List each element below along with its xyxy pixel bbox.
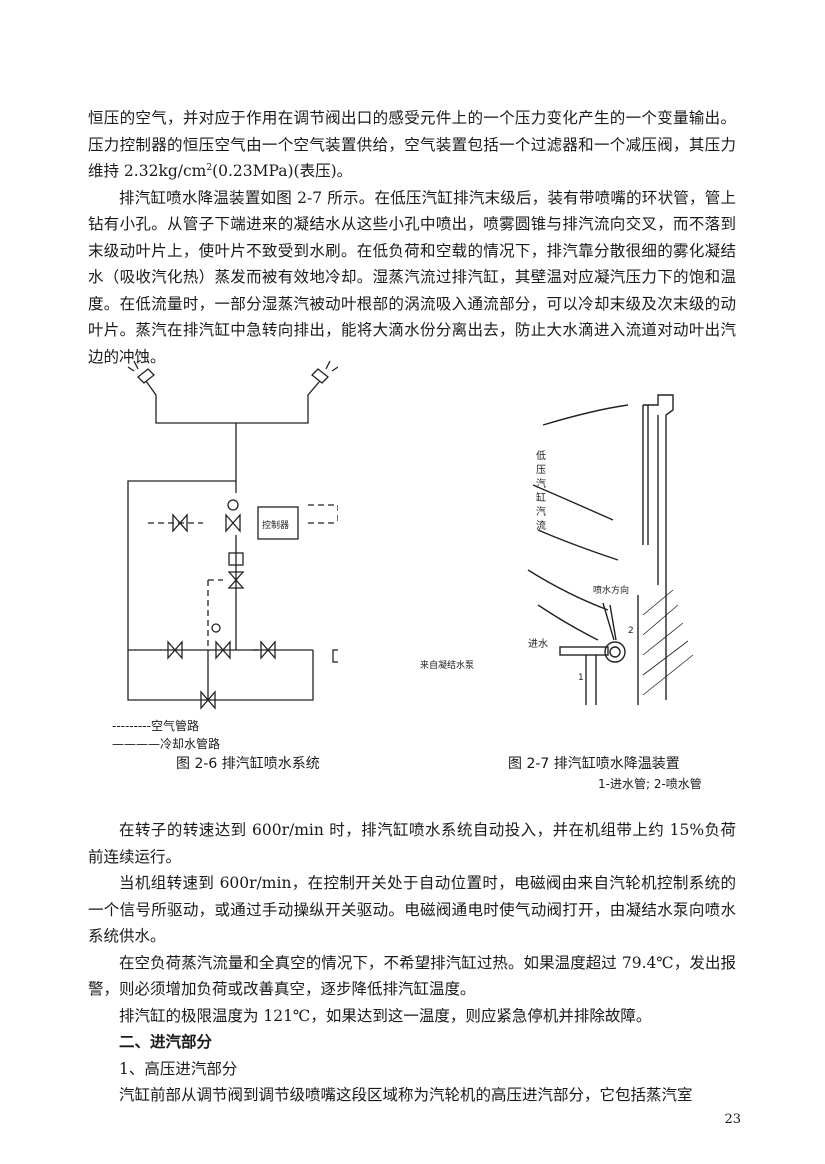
- paragraph-continuation: 恒压的空气，并对应于作用在调节阀出口的感受元件上的一个压力变化产生的一个变量输出…: [88, 105, 736, 185]
- legend-air-pipe: ---------空气管路: [112, 719, 199, 733]
- vane-1: [542, 404, 629, 426]
- subsection-heading: 1、高压进汽部分: [119, 1059, 238, 1078]
- casing-wall: [643, 394, 674, 700]
- paragraph-auto-start: 在转子的转速达到 600r/min 时，排汽缸喷水系统自动投入，并在机组带上约 …: [88, 821, 736, 866]
- caption-figure-2-6: 图 2-6 排汽缸喷水系统: [176, 756, 320, 772]
- paragraph-solenoid: 当机组转速到 600r/min，在控制开关处于自动位置时，电磁阀由来自汽轮机控制…: [88, 874, 736, 945]
- figure-2-6-diagram: 控制器: [127, 360, 338, 710]
- paragraph-text: 恒压的空气，并对应于作用在调节阀出口的感受元件上的一个压力变化产生的一个变量输出…: [88, 109, 736, 180]
- solenoid-box: [228, 552, 244, 566]
- label-spray-direction: 喷水方向: [593, 584, 629, 596]
- valve-7: [200, 690, 216, 710]
- inlet-pipe: [559, 646, 609, 656]
- text-block-bottom: 在转子的转速达到 600r/min 时，排汽缸喷水系统自动投入，并在机组带上约 …: [88, 817, 736, 1109]
- paragraph-alarm: 在空负荷蒸汽流量和全真空的情况下，不希望排汽缸过热。如果温度超过 79.4℃，发…: [88, 953, 736, 999]
- subcaption-figure-2-7: 1-进水管; 2-喷水管: [598, 777, 702, 791]
- label-1: 1: [578, 673, 584, 683]
- label-pump: 来自凝结水泵: [420, 661, 475, 671]
- legend-water-pipe: ————冷却水管路: [112, 737, 221, 751]
- spray-pipe: [604, 641, 626, 663]
- valve-6: [260, 640, 276, 660]
- valve-4: [167, 640, 183, 660]
- label-2: 2: [628, 626, 634, 636]
- label-flow: 低压汽缸汽流: [536, 451, 546, 532]
- section-heading: 二、进汽部分: [119, 1032, 213, 1051]
- valve-air-op: [227, 571, 245, 589]
- valve-2: [225, 513, 241, 533]
- paragraph-limit: 排汽缸的极限温度为 121℃，如果达到这一温度，则应紧急停机并排除故障。: [119, 1006, 652, 1025]
- pump-marker: [332, 649, 338, 663]
- controller-box: [257, 506, 299, 540]
- superscript: 2: [206, 162, 213, 173]
- paragraph-text-tail: (0.23MPa)(表压)。: [212, 162, 353, 180]
- valve-5: [215, 640, 231, 660]
- text-block-top: 恒压的空气，并对应于作用在调节阀出口的感受元件上的一个压力变化产生的一个变量输出…: [88, 105, 736, 370]
- figure-2-7-diagram: 喷水方向 进水 1 2: [527, 394, 694, 705]
- paragraph-hp-inlet: 汽缸前部从调节阀到调节级喷嘴这段区域称为汽轮机的高压进汽部分，它包括蒸汽室: [119, 1086, 693, 1104]
- paragraph-spray-device: 排汽缸喷水降温装置如图 2-7 所示。在低压汽缸排汽末级后，装有带喷嘴的环状管，…: [88, 188, 736, 366]
- valve-1: [172, 513, 188, 533]
- caption-figure-2-7: 图 2-7 排汽缸喷水降温装置: [508, 756, 680, 772]
- figure-area: 控制器 来自凝结水泵: [88, 355, 748, 795]
- page-number: 23: [724, 1112, 741, 1127]
- nozzle-right-shape: [311, 368, 329, 384]
- nozzle-left-shape: [137, 368, 155, 384]
- label-controller: 控制器: [262, 519, 289, 531]
- label-inlet: 进水: [528, 638, 548, 650]
